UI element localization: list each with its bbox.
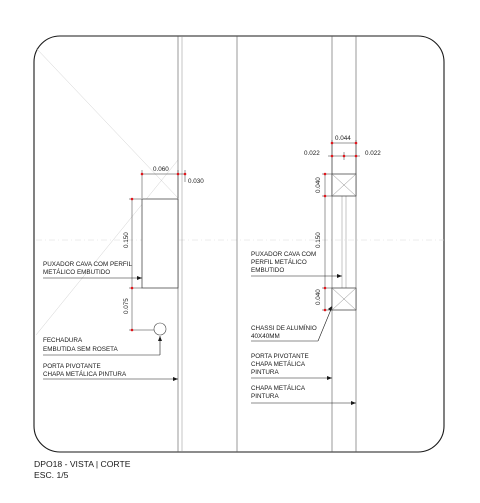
svg-text:CHAPA METÁLICA: CHAPA METÁLICA — [251, 383, 306, 392]
corte-dim-left: 0.022 — [304, 150, 320, 157]
corte-label-chassi: CHASSI DE ALUMÍNIO 40X40MM — [251, 306, 333, 342]
corte-dim-vertical: 0.040 0.150 0.040 — [315, 172, 332, 312]
corte-dim-top-block: 0.040 — [315, 177, 322, 193]
corte-label-puxador: PUXADOR CAVA COM PERFIL METÁLICO EMBUTID… — [251, 251, 342, 278]
vista-dim-vertical: 0.150 0.075 — [123, 197, 154, 332]
svg-text:40X40MM: 40X40MM — [251, 333, 280, 340]
svg-text:PORTA PIVOTANTE: PORTA PIVOTANTE — [43, 363, 101, 370]
corte-dim-horizontal: 0.044 0.022 0.022 — [304, 135, 381, 174]
vista-handle-profile — [141, 198, 179, 289]
svg-text:FECHADURA: FECHADURA — [43, 337, 83, 344]
svg-text:PINTURA: PINTURA — [251, 369, 279, 376]
svg-text:PUXADOR CAVA COM PERFIL: PUXADOR CAVA COM PERFIL — [43, 261, 132, 268]
vista-dim-height-a: 0.150 — [123, 232, 130, 248]
vista-lock-circle — [153, 322, 167, 336]
corte-chassis-top — [331, 173, 357, 197]
svg-text:METÁLICO EMBUTIDO: METÁLICO EMBUTIDO — [43, 267, 110, 276]
vista-label-fechadura: FECHADURA EMBUTIDA SEM ROSETA — [43, 336, 162, 356]
vista-dim-width-b: 0.030 — [188, 178, 204, 185]
corte-view: 0.044 0.022 0.022 0.040 0.150 0.040 PUXA… — [236, 36, 381, 452]
drawing-title: DPO18 - VISTA | CORTE — [34, 459, 131, 469]
corte-label-porta: PORTA PIVOTANTE CHAPA METÁLICA PINTURA — [251, 353, 332, 380]
vista-label-puxador: PUXADOR CAVA COM PERFIL METÁLICO EMBUTID… — [43, 261, 142, 280]
svg-text:CHASSI DE ALUMÍNIO: CHASSI DE ALUMÍNIO — [251, 323, 317, 332]
svg-text:CHAPA METÁLICA PINTURA: CHAPA METÁLICA PINTURA — [43, 369, 127, 378]
drawing-scale: ESC. 1/5 — [34, 470, 69, 480]
title-block: DPO18 - VISTA | CORTE ESC. 1/5 — [34, 459, 131, 480]
construction-lines — [35, 47, 444, 336]
svg-text:EMBUTIDA SEM ROSETA: EMBUTIDA SEM ROSETA — [43, 346, 119, 353]
svg-text:PINTURA: PINTURA — [251, 393, 279, 400]
svg-text:EMBUTIDO: EMBUTIDO — [251, 267, 284, 274]
corte-dim-middle: 0.150 — [315, 232, 322, 248]
svg-text:PERFIL METÁLICO: PERFIL METÁLICO — [251, 257, 307, 266]
vista-dim-horizontal: 0.060 0.030 — [140, 166, 204, 198]
drawing-frame — [33, 35, 445, 453]
svg-text:CHAPA METÁLICA: CHAPA METÁLICA — [251, 359, 306, 368]
corte-dim-total: 0.044 — [335, 135, 351, 142]
corte-dim-right: 0.022 — [365, 150, 381, 157]
vista-dim-height-b: 0.075 — [123, 298, 130, 314]
corte-chassis-bottom — [331, 287, 357, 311]
corte-dim-bottom-block: 0.040 — [315, 289, 322, 305]
vista-dim-width-a: 0.060 — [153, 166, 169, 173]
vista-view: 0.060 0.030 0.150 0.075 PUXADOR CAVA COM… — [43, 36, 204, 452]
vista-label-porta: PORTA PIVOTANTE CHAPA METÁLICA PINTURA — [43, 363, 178, 381]
corte-label-chapa: CHAPA METÁLICA PINTURA — [251, 383, 356, 405]
svg-text:PORTA PIVOTANTE: PORTA PIVOTANTE — [251, 353, 309, 360]
svg-text:PUXADOR CAVA COM: PUXADOR CAVA COM — [251, 251, 316, 258]
